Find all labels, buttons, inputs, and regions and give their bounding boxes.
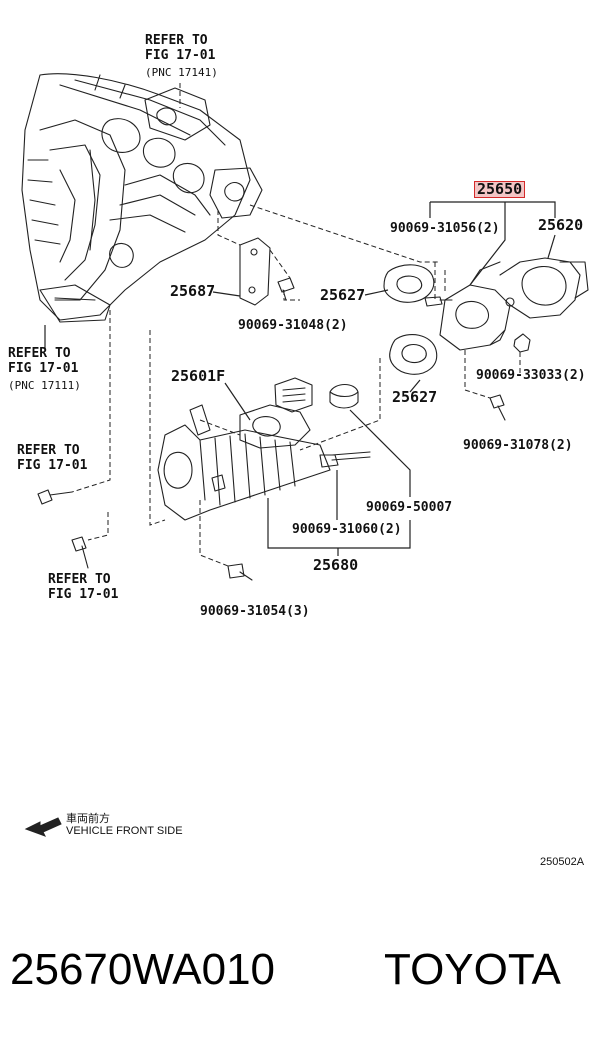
part-90069-31054[interactable]: 90069-31054(3)	[200, 604, 310, 619]
part-25627-lower[interactable]: 25627	[392, 388, 438, 406]
refer-top-line2: FIG 17-01	[145, 48, 216, 63]
part-90069-31048[interactable]: 90069-31048(2)	[238, 318, 348, 333]
part-90069-31078[interactable]: 90069-31078(2)	[463, 438, 573, 453]
part-25680[interactable]: 25680	[313, 556, 359, 574]
front-direction-jp: 車両前方	[66, 813, 110, 825]
parts-diagram: REFER TO FIG 17-01 (PNC 17141) REFER TO …	[8, 33, 589, 868]
part-90069-50007[interactable]: 90069-50007	[366, 500, 453, 515]
bolt-refer-bot-drawing	[71, 536, 89, 569]
egr-valve-drawing	[439, 257, 589, 351]
gasket-25687-drawing	[239, 237, 271, 306]
part-90069-33033[interactable]: 90069-33033(2)	[476, 368, 586, 383]
refer-bot-line1: REFER TO	[48, 572, 111, 587]
refer-mid-line1: REFER TO	[17, 443, 80, 458]
part-25601F[interactable]: 25601F	[171, 367, 226, 385]
bolt-31048-drawing	[277, 277, 295, 301]
refer-top-line1: REFER TO	[145, 33, 208, 48]
refer-top-line3: (PNC 17141)	[145, 66, 218, 79]
part-90069-31060[interactable]: 90069-31060(2)	[292, 522, 402, 537]
refer-left-line3: (PNC 17111)	[8, 379, 81, 392]
bolt-refer-mid-drawing	[37, 489, 73, 505]
part-90069-31056[interactable]: 90069-31056(2)	[390, 221, 500, 236]
bolt-31054-drawing	[227, 563, 253, 581]
part-25627-upper[interactable]: 25627	[320, 286, 366, 304]
footer-brand: TOYOTA	[384, 945, 561, 994]
refer-left-line1: REFER TO	[8, 346, 71, 361]
refer-left-line2: FIG 17-01	[8, 361, 79, 376]
front-arrow-icon	[24, 817, 62, 837]
footer-part-number: 25670WA010	[10, 945, 276, 994]
gasket-25627-upper-drawing	[383, 264, 435, 303]
cap-50007-drawing	[329, 383, 359, 409]
part-25687[interactable]: 25687	[170, 282, 216, 300]
egr-cooler-drawing	[157, 377, 339, 521]
exploded-view-drawing	[21, 73, 589, 837]
figure-code: 250502A	[540, 856, 585, 868]
gasket-25627-lower-drawing	[389, 334, 438, 375]
part-25650-highlighted[interactable]: 25650	[474, 181, 526, 198]
stud-25601f-drawing	[189, 404, 211, 436]
refer-bot-line2: FIG 17-01	[48, 587, 119, 602]
refer-mid-line2: FIG 17-01	[17, 458, 88, 473]
part-25620[interactable]: 25620	[538, 216, 584, 234]
footer: 25670WA010 TOYOTA	[0, 940, 600, 1010]
intake-manifold-drawing	[21, 73, 263, 323]
front-direction-en: VEHICLE FRONT SIDE	[66, 825, 183, 837]
